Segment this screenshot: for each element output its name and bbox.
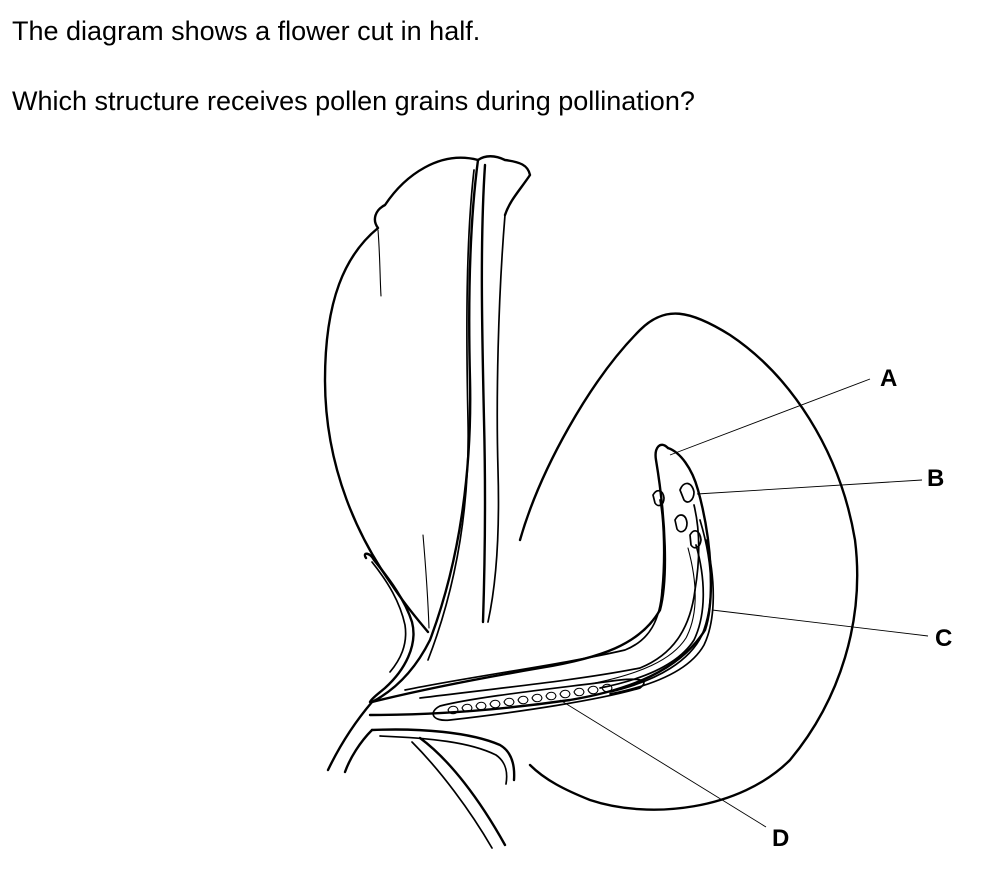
anther-3 xyxy=(674,514,688,533)
carpel-outer-bottom xyxy=(368,446,713,717)
standing-petal-right-edge xyxy=(487,214,506,623)
leader-line-D xyxy=(559,699,767,828)
receptacle-inner xyxy=(379,735,508,785)
back-petal-vein-lower xyxy=(422,534,430,629)
back-petal xyxy=(323,156,480,634)
carpel-inner-2 xyxy=(419,589,696,699)
label-A: A xyxy=(880,365,897,392)
ovules xyxy=(447,683,613,715)
stalk-left xyxy=(326,700,374,772)
question-prompt: Which structure receives pollen grains d… xyxy=(12,86,695,116)
leader-line-B xyxy=(696,479,923,495)
ovary-wall xyxy=(432,678,645,722)
filament-1 xyxy=(609,519,712,693)
stalk-right xyxy=(343,728,374,774)
standing-petal-inner xyxy=(427,169,475,661)
carpel-outer-top xyxy=(370,443,670,704)
anther-1 xyxy=(679,482,695,503)
standing-petal-left xyxy=(370,158,480,704)
label-D: D xyxy=(772,825,789,852)
filament-2 xyxy=(599,544,705,689)
label-B: B xyxy=(927,465,944,492)
leader-line-A xyxy=(669,378,871,456)
anther-4 xyxy=(689,530,702,549)
question-intro: The diagram shows a flower cut in half. xyxy=(12,16,481,46)
sepal xyxy=(363,552,415,704)
filament-4 xyxy=(589,547,696,685)
standing-petal-top xyxy=(476,155,532,217)
receptacle-bottom xyxy=(370,728,516,782)
style-strand-1 xyxy=(659,499,665,591)
stalk-lower xyxy=(418,736,507,847)
label-C: C xyxy=(935,625,952,652)
standing-petal-right xyxy=(480,163,487,624)
filament-3 xyxy=(609,539,715,695)
leader-line-C xyxy=(711,609,929,637)
front-petal xyxy=(518,312,859,811)
back-petal-vein xyxy=(377,229,382,297)
sepal-inner xyxy=(371,561,407,673)
anther-2 xyxy=(652,489,665,507)
stalk-lower-inner xyxy=(411,741,493,849)
carpel-inner-1 xyxy=(404,589,663,691)
